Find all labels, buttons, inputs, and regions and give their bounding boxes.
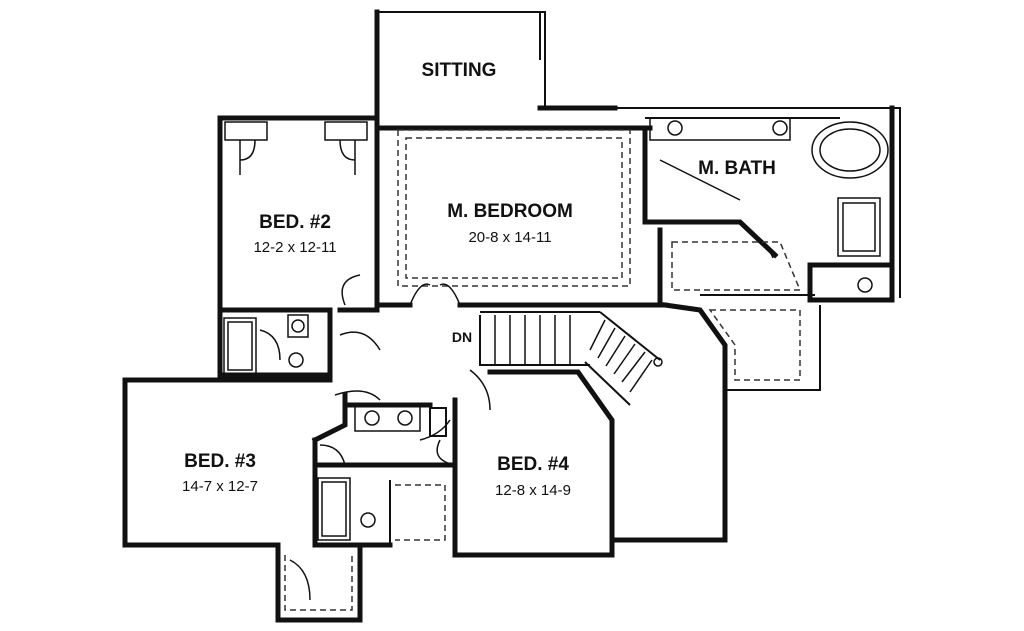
sink-upper bbox=[287, 314, 309, 338]
stair-down-label: DN bbox=[452, 329, 472, 345]
master-bedroom-label: M. BEDROOM bbox=[447, 201, 573, 222]
master-bath-label: M. BATH bbox=[698, 158, 776, 179]
master-bedroom-walls bbox=[374, 125, 668, 308]
tub-upper bbox=[223, 317, 257, 375]
bed4-walls bbox=[436, 369, 615, 558]
toilet-lower bbox=[360, 512, 376, 528]
vanity bbox=[649, 117, 791, 141]
bed2-walls bbox=[217, 115, 380, 378]
master-bath-walls bbox=[642, 105, 901, 303]
bed2-dims: 12-2 x 12-11 bbox=[253, 239, 336, 256]
toilet bbox=[857, 277, 873, 293]
sitting-label: SITTING bbox=[422, 60, 497, 81]
bed4-dims: 12-8 x 14-9 bbox=[495, 482, 571, 499]
closet-right bbox=[324, 121, 368, 141]
stair bbox=[479, 311, 663, 406]
sitting-walls bbox=[374, 9, 830, 308]
bath-lower bbox=[312, 402, 458, 548]
bed2-label: BED. #2 bbox=[259, 212, 331, 233]
bed3-dims: 14-7 x 12-7 bbox=[182, 478, 258, 495]
bed3-walls bbox=[122, 377, 363, 623]
sink-right bbox=[772, 120, 788, 136]
bed3-label: BED. #3 bbox=[184, 451, 256, 472]
sink-left bbox=[667, 120, 683, 136]
shower bbox=[837, 197, 881, 257]
closet-left bbox=[224, 121, 268, 141]
tub-lower bbox=[317, 477, 351, 541]
tray-ceiling-outline bbox=[397, 129, 631, 287]
hallway bbox=[334, 283, 491, 441]
master-bedroom-dims: 20-8 x 14-11 bbox=[468, 229, 551, 246]
bed4-label: BED. #4 bbox=[497, 454, 569, 475]
toilet-upper bbox=[288, 352, 304, 368]
bath-upper bbox=[217, 307, 333, 378]
right-wing bbox=[612, 294, 821, 543]
bathtub bbox=[811, 121, 889, 179]
